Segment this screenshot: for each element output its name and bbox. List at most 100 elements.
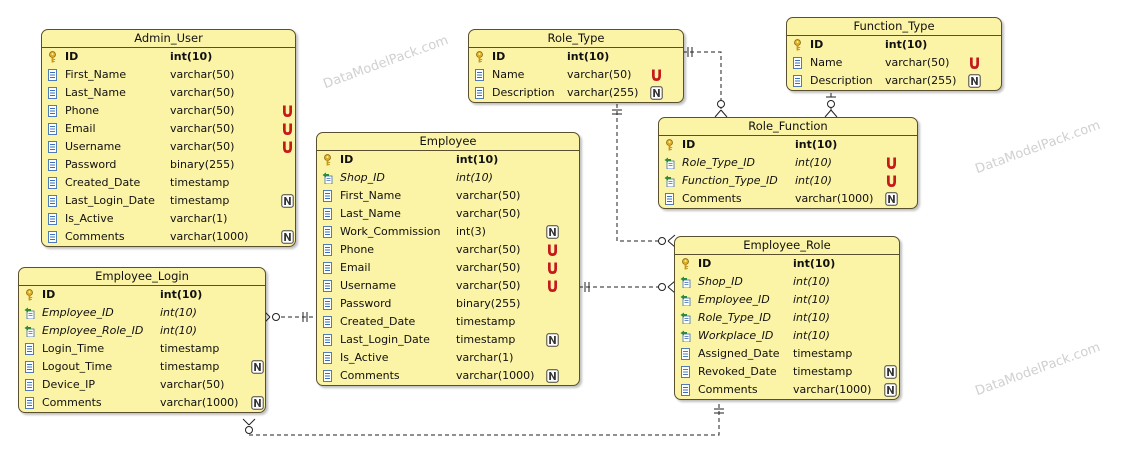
column-type: int(3) — [456, 225, 486, 238]
column-name: ID — [698, 257, 712, 270]
column-row[interactable]: Phone varchar(50) — [317, 241, 579, 259]
column-type: timestamp — [170, 176, 230, 189]
column-type: timestamp — [456, 315, 516, 328]
entity-title: Employee — [317, 133, 579, 151]
column-row[interactable]: Comments varchar(1000) — [42, 228, 295, 246]
column-name: Login_Time — [42, 342, 105, 355]
column-row[interactable]: Last_Login_Date timestamp — [42, 192, 295, 210]
column-name: Comments — [65, 230, 125, 243]
column-name: ID — [492, 50, 506, 63]
column-type: int(10) — [795, 156, 832, 169]
entity-title: Admin_User — [42, 30, 295, 48]
column-type: timestamp — [793, 365, 853, 378]
column-name: ID — [810, 38, 824, 51]
column-type: varchar(1000) — [170, 230, 249, 243]
column-name: ID — [340, 153, 354, 166]
column-type: varchar(50) — [170, 104, 235, 117]
column-type: varchar(1000) — [793, 383, 872, 396]
column-row[interactable]: ID int(10) — [787, 36, 1001, 54]
column-name: Role_Type_ID — [682, 156, 755, 169]
column-type: varchar(50) — [456, 243, 521, 256]
column-type: varchar(50) — [170, 86, 235, 99]
column-name: Shop_ID — [698, 275, 743, 288]
column-row[interactable]: ID int(10) — [469, 48, 683, 66]
column-type: timestamp — [456, 333, 516, 346]
column-type: int(10) — [885, 38, 928, 51]
column-name: Employee_Role_ID — [42, 324, 144, 337]
column-name: Comments — [42, 396, 102, 409]
column-type: binary(255) — [456, 297, 521, 310]
column-type: int(10) — [793, 275, 830, 288]
column-name: Assigned_Date — [698, 347, 780, 360]
column-type: varchar(50) — [170, 140, 235, 153]
column-row[interactable]: Role_Type_ID int(10) — [659, 154, 917, 172]
column-type: varchar(255) — [567, 86, 639, 99]
column-type: int(10) — [567, 50, 610, 63]
rel-roletype-employeerole — [616, 104, 666, 242]
column-row[interactable]: Last_Name varchar(50) — [42, 84, 295, 102]
column-type: varchar(50) — [456, 207, 521, 220]
column-type: varchar(50) — [170, 122, 235, 135]
column-name: Phone — [340, 243, 375, 256]
column-name: ID — [65, 50, 79, 63]
column-name: Shop_ID — [340, 171, 385, 184]
entity-title: Employee_Login — [19, 268, 265, 286]
column-row[interactable]: Shop_ID int(10) — [675, 273, 899, 291]
column-name: Name — [810, 56, 843, 69]
column-name: Comments — [682, 192, 742, 205]
column-name: Device_IP — [42, 378, 95, 391]
column-type: varchar(1) — [456, 351, 514, 364]
column-type: timestamp — [170, 194, 230, 207]
column-name: Last_Login_Date — [65, 194, 155, 207]
column-name: Last_Name — [65, 86, 126, 99]
